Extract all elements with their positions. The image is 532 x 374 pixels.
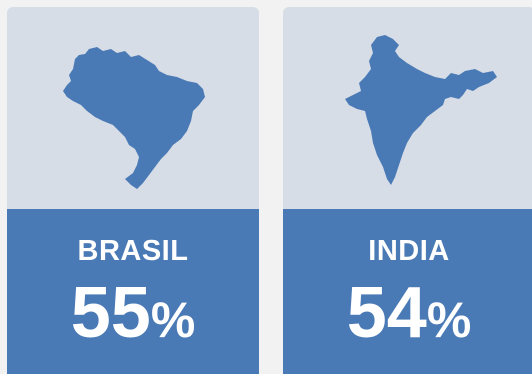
card-brasil: BRASIL 55% <box>7 7 259 374</box>
map-area <box>283 7 532 209</box>
percentage-unit: % <box>426 292 472 348</box>
country-name: BRASIL <box>77 235 189 267</box>
country-name: INDIA <box>368 235 450 267</box>
percentage-unit: % <box>150 292 196 348</box>
percentage-value: 54% <box>283 277 532 349</box>
percentage-number: 54 <box>346 273 427 353</box>
india-map-icon <box>345 35 497 185</box>
stat-panel: BRASIL 55% <box>7 209 259 374</box>
map-area <box>7 7 259 209</box>
brazil-map-icon <box>63 47 205 189</box>
percentage-value: 55% <box>7 277 259 349</box>
stat-panel: INDIA 54% <box>283 209 532 374</box>
card-india: INDIA 54% <box>283 7 532 374</box>
percentage-number: 55 <box>70 273 151 353</box>
